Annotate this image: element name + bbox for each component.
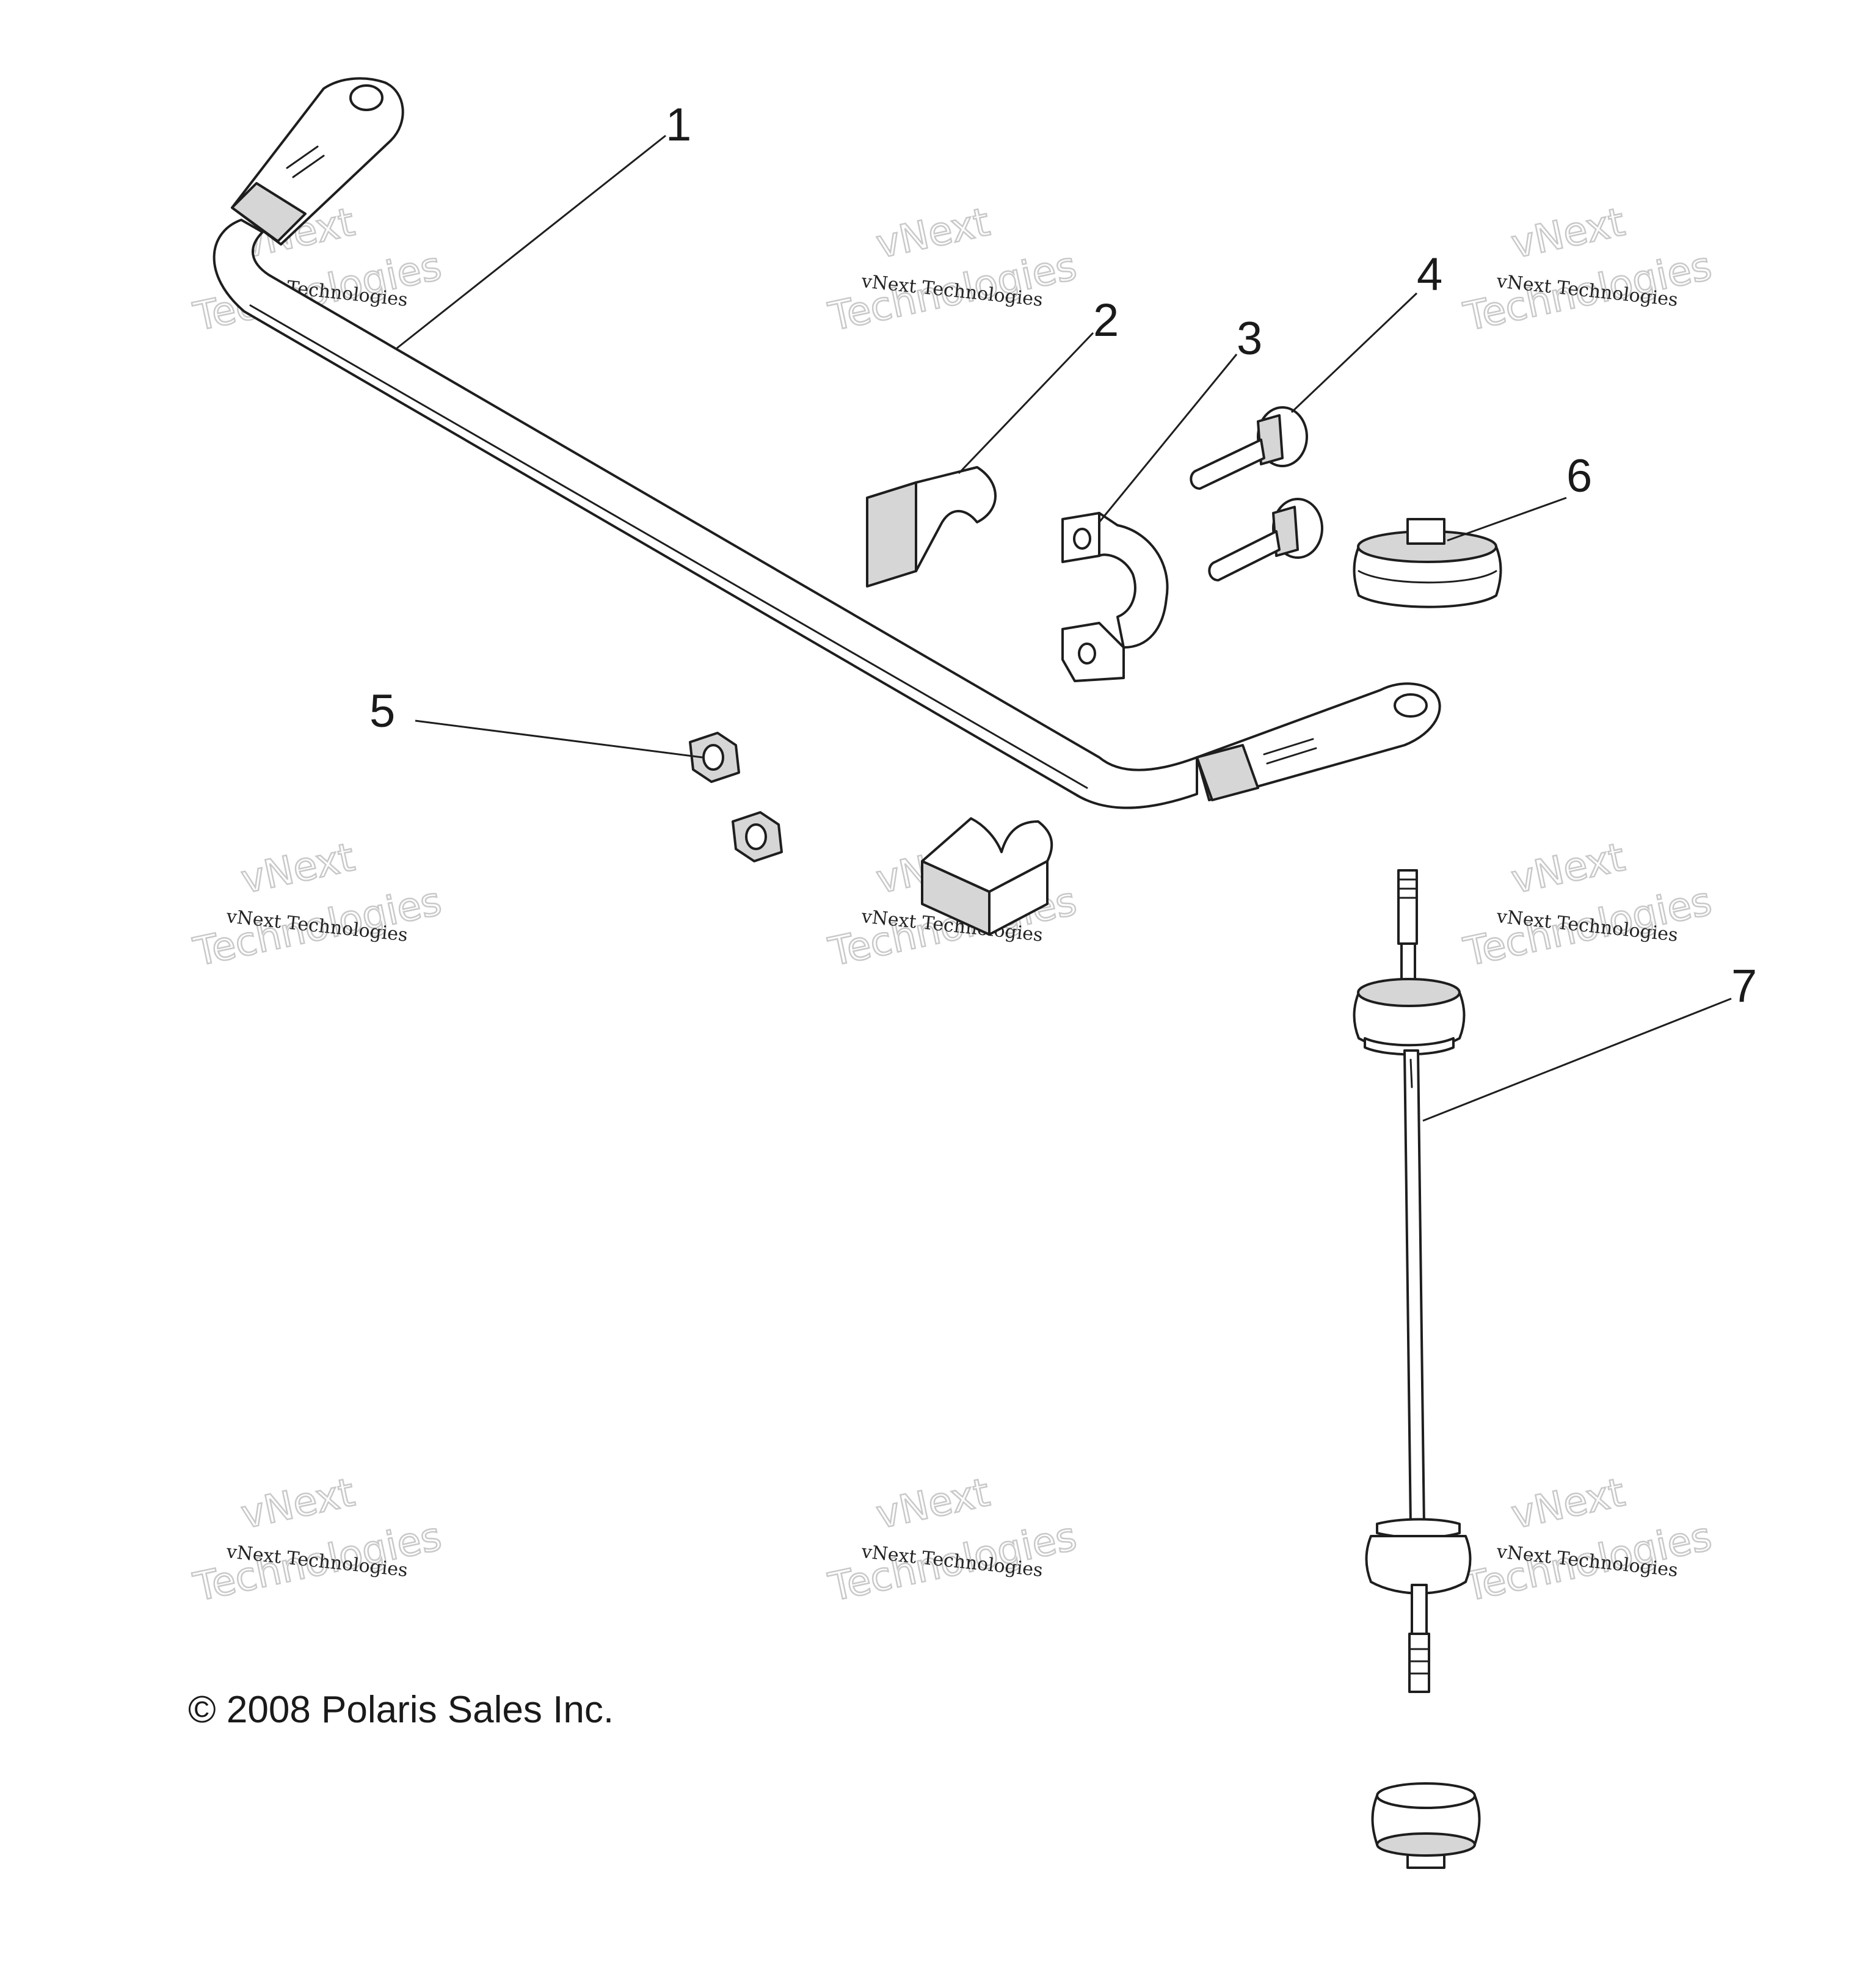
leader-line-5 [415,719,703,759]
end-link-bottom-thread-lines [1408,1648,1430,1675]
stabilizer-bar-right-slot [1263,738,1317,765]
stabilizer-bar [213,77,1441,809]
svg-text:vNext: vNext [873,1470,994,1538]
nut-lower-hole [745,823,767,850]
bolt-upper [1190,406,1308,490]
stabilizer-bar-left-slot [286,145,325,178]
callout-6: 6 [1566,450,1592,502]
callout-3: 3 [1237,313,1262,365]
end-link-lower-stem [1411,1584,1428,1635]
end-link-rod [1353,869,1481,1869]
nut-upper [689,732,740,783]
svg-text:vNext: vNext [1508,200,1629,268]
stabilizer-bar-left-eye [349,84,384,111]
nut-upper-hole [702,744,724,771]
bushing-lower [921,817,1053,936]
watermark-4: vNext Technologies [189,834,446,977]
callout-2: 2 [1093,294,1119,346]
end-link-top-thread-lines [1397,878,1418,899]
stabilizer-bar-edge [249,304,1088,789]
stabilizer-bar-right-end [1196,682,1441,801]
svg-text:vNext: vNext [1508,1470,1629,1538]
end-link-bottom-grommet-top [1376,1782,1476,1809]
stabilizer-bar-right-eye [1394,693,1428,718]
end-link-shaft-slot [1409,1058,1413,1088]
clamp-bracket-upper-hole [1073,528,1091,550]
leader-line-3 [1098,354,1238,523]
bolt-lower [1208,498,1323,581]
svg-text:vNext: vNext [238,835,358,903]
leader-line-6 [1447,497,1567,542]
leader-line-1 [396,134,666,349]
watermark-7: vNext Technologies [189,1470,446,1612]
bushing-lower-front [988,860,1049,936]
leader-line-4 [1290,292,1418,413]
svg-text:vNext: vNext [1508,835,1629,903]
watermark-3: vNext Technologies [1459,199,1716,341]
clamp-bracket-arch [1098,512,1169,649]
svg-text:vNext: vNext [873,200,994,268]
bushing-upper-groove [939,510,978,526]
copyright-notice: © 2008 Polaris Sales Inc. [188,1689,614,1731]
grommet [1353,518,1502,608]
bushing-lower-top [921,817,1053,893]
bushing-upper [866,466,997,588]
callout-7: 7 [1731,960,1757,1012]
leader-line-7 [1422,997,1732,1122]
callout-1: 1 [666,99,691,151]
end-link-upper-stem [1400,942,1416,982]
watermark-9: vNext Technologies [1459,1470,1716,1612]
stabilizer-bar-left-sleeve [231,182,307,242]
end-link-upper-washer [1364,1037,1455,1056]
stabilizer-bar-right-sleeve [1196,744,1259,801]
bolt-lower-shank [1208,530,1281,581]
clamp-bracket [1061,512,1169,682]
grommet-body [1353,545,1502,608]
end-link-top-thread [1397,869,1418,945]
bolt-upper-shank [1190,439,1265,490]
leader-lines [396,134,1732,1122]
bushing-upper-side [866,481,917,588]
end-link-upper-grommet-top [1357,978,1461,1007]
stabilizer-bar-body [213,219,1198,809]
grommet-sleeve [1406,518,1445,545]
grommet-groove [1358,570,1497,584]
nut-lower [732,811,783,862]
callout-4: 4 [1417,249,1442,300]
end-link-shaft [1403,1049,1425,1528]
watermark-6: vNext Technologies [1459,834,1716,977]
watermark-2: vNext Technologies [824,199,1081,341]
end-link-bottom-thread [1408,1633,1430,1693]
end-link-bottom-grommet-base [1376,1832,1476,1857]
leader-line-2 [958,332,1094,475]
callout-labels: 1 2 3 4 5 6 7 [369,99,1757,1012]
watermark-8: vNext Technologies [824,1470,1081,1612]
svg-text:vNext: vNext [238,1470,358,1538]
callout-5: 5 [369,685,395,737]
clamp-bracket-lower-hole [1078,643,1096,665]
